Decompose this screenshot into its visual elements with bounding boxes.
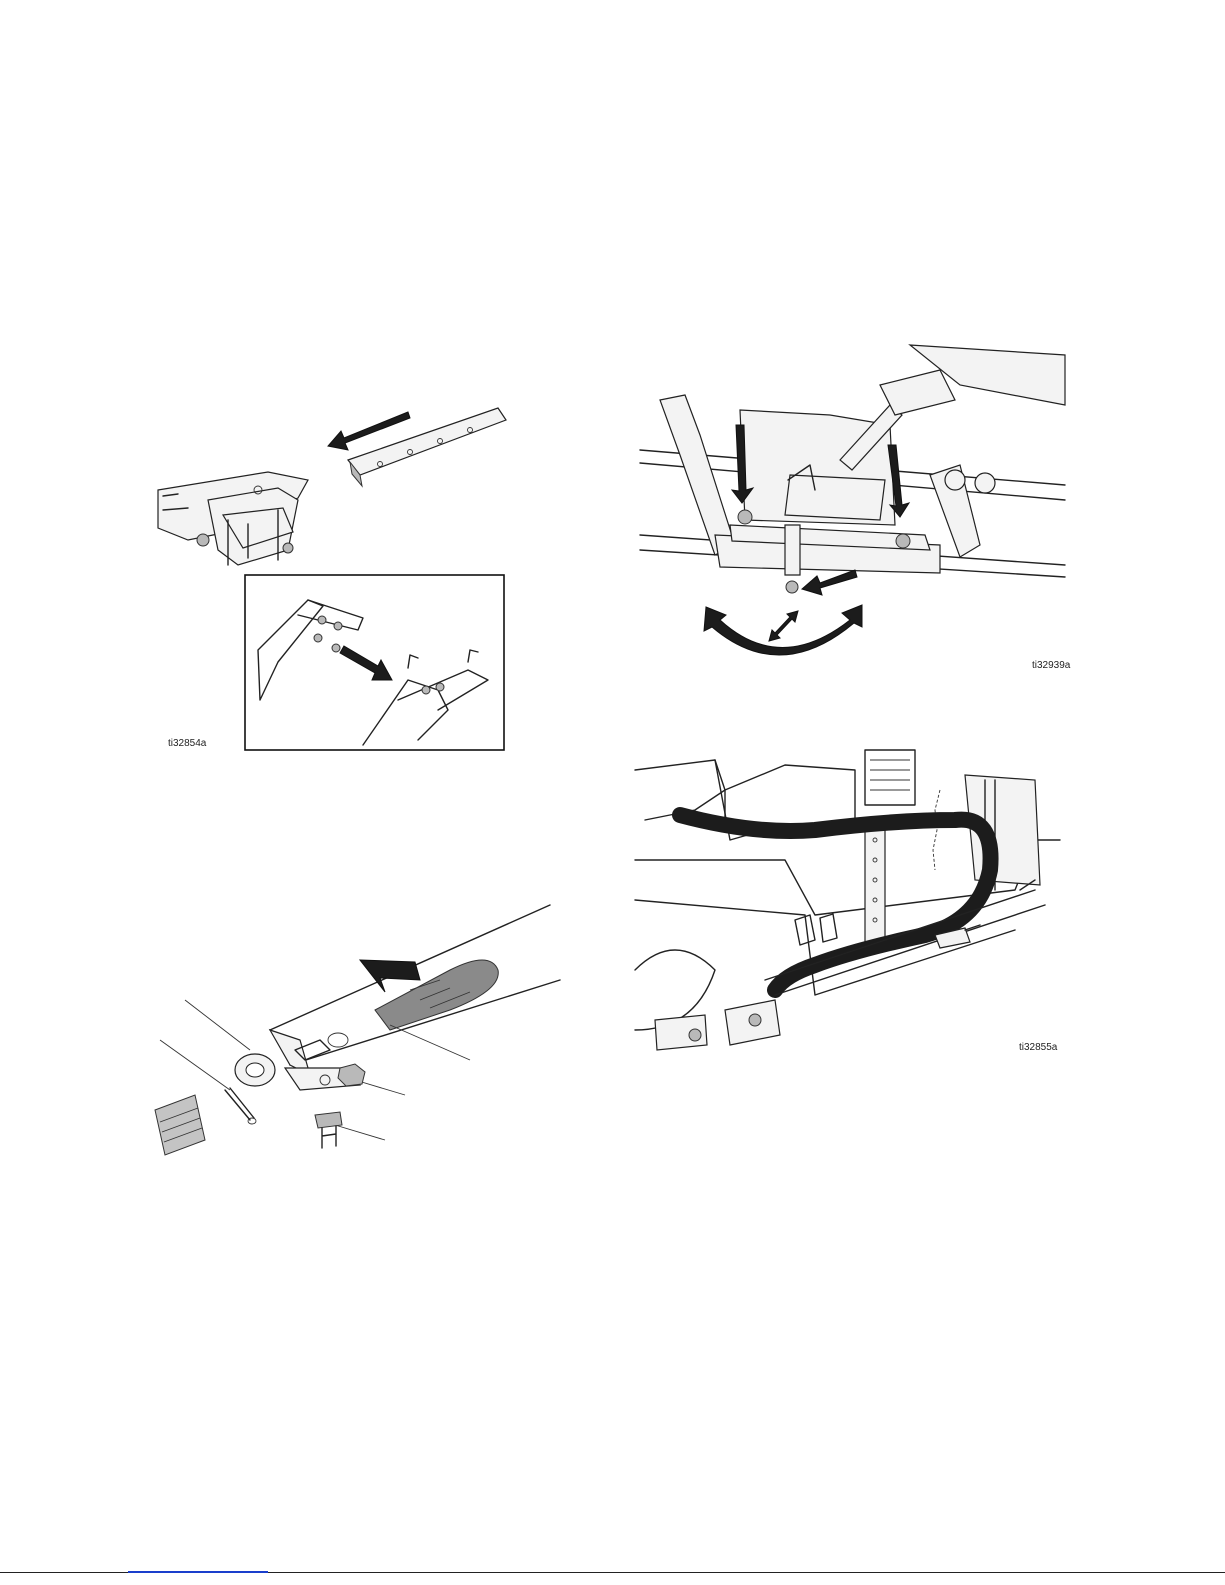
hose bbox=[680, 815, 991, 990]
figure-id-label: ti32939a bbox=[1032, 660, 1070, 671]
left-arrow-icon bbox=[802, 570, 857, 595]
figure-bracket-adjustment: ti32939a bbox=[640, 345, 1065, 675]
figure-hose-routing: ti32855a bbox=[635, 750, 1060, 1055]
footer-link-underline[interactable] bbox=[128, 1571, 268, 1573]
rail-attachment-illustration bbox=[148, 400, 518, 755]
push-direction-arrow-icon bbox=[360, 960, 420, 992]
curved-double-arrow-icon bbox=[704, 605, 862, 655]
hose-routing-illustration bbox=[635, 750, 1060, 1055]
figure-rail-attachment: ti32854a bbox=[148, 400, 518, 755]
hardware-parts-illustration bbox=[150, 900, 560, 1160]
figure-id-label: ti32854a bbox=[168, 738, 206, 749]
figure-id-label: ti32855a bbox=[1019, 1042, 1057, 1053]
double-headed-arrow-icon bbox=[769, 611, 798, 641]
bracket-adjustment-illustration bbox=[640, 345, 1065, 675]
figure-hardware-parts bbox=[150, 900, 560, 1160]
